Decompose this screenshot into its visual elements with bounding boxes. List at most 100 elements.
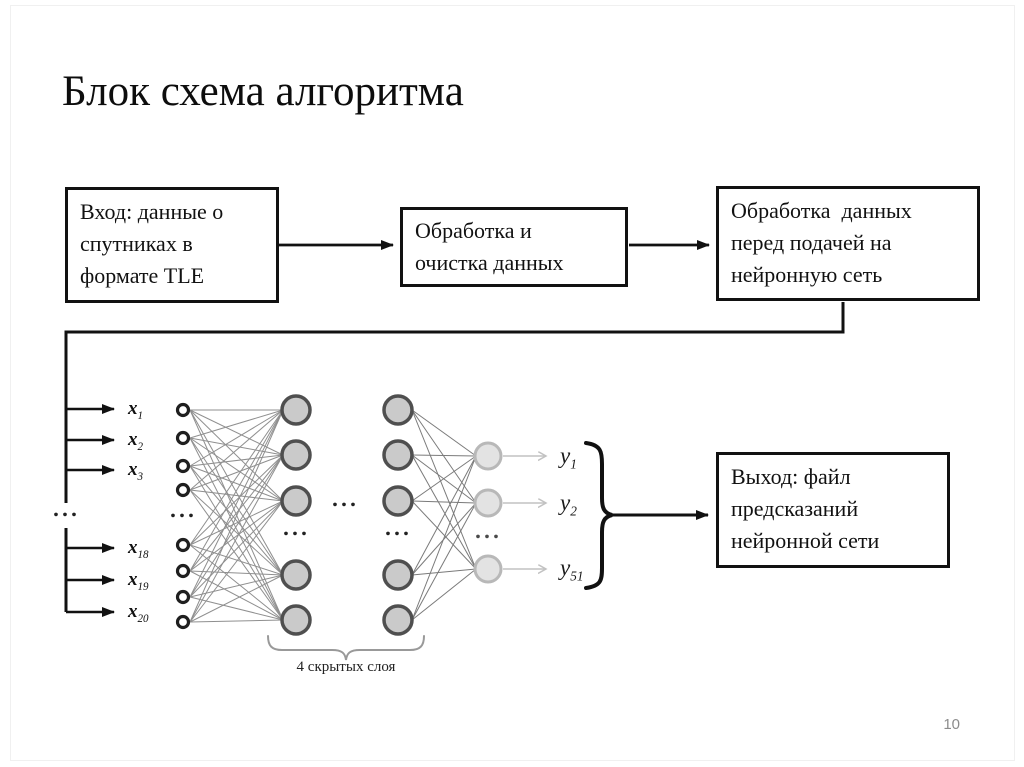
connection-line xyxy=(411,568,477,576)
connection-line xyxy=(189,465,284,502)
input-node xyxy=(175,563,191,579)
connection-line xyxy=(189,454,284,598)
input-node xyxy=(175,589,191,605)
input-node xyxy=(175,430,191,446)
output-label-y51: y51 xyxy=(560,555,584,584)
connection-line xyxy=(189,500,284,623)
connection-line xyxy=(189,454,284,623)
input-label-x2: x2 xyxy=(128,429,144,453)
input-node xyxy=(175,402,191,418)
connection-line xyxy=(189,454,284,546)
output-label-y2: y2 xyxy=(560,490,577,519)
connection-line xyxy=(189,454,284,572)
input-node xyxy=(175,482,191,498)
connection-line xyxy=(189,596,284,621)
connection-line xyxy=(411,455,477,621)
input-box-line: формате TLE xyxy=(80,263,205,288)
hidden-node xyxy=(280,559,312,591)
preprocessing-box-line: перед подачей на xyxy=(731,230,892,255)
output-brace xyxy=(584,441,613,590)
connection-line xyxy=(411,409,477,570)
connection-line xyxy=(411,568,477,621)
input-label-x3: x3 xyxy=(128,459,144,483)
connection-line xyxy=(189,409,284,439)
connection-line xyxy=(189,454,284,467)
output-label-y1: y1 xyxy=(560,443,577,472)
hidden-layers-caption: 4 скрытых слоя xyxy=(296,659,396,675)
connection-line xyxy=(411,455,477,576)
slide-title: Блок схема алгоритма xyxy=(62,68,464,115)
flow-arrows xyxy=(64,240,845,617)
connection-line xyxy=(411,500,477,504)
connection-line xyxy=(189,409,284,467)
input-label-x18: x18 xyxy=(128,537,149,561)
connection-line xyxy=(189,574,284,623)
connection-line xyxy=(189,437,284,456)
output-box-line: Выход: файл xyxy=(731,464,851,489)
input-label-x19: x19 xyxy=(128,569,149,593)
connection-line xyxy=(189,619,284,623)
input-node xyxy=(175,537,191,553)
input-node xyxy=(175,614,191,630)
hidden-node xyxy=(280,439,312,471)
connection-line xyxy=(189,570,284,621)
hidden-node xyxy=(280,604,312,636)
preprocessing-box-line: нейронную сеть xyxy=(731,262,883,287)
connection-line xyxy=(189,500,284,598)
output-node xyxy=(473,441,503,471)
connection-line xyxy=(411,500,477,570)
ellipsis-input-layer: ... xyxy=(169,498,197,522)
connection-line xyxy=(189,544,284,621)
connection-line xyxy=(189,570,284,576)
connection-line xyxy=(189,409,284,598)
connection-line xyxy=(189,454,284,491)
preprocessing-box-line: Обработка данных xyxy=(731,198,912,223)
output-box-line: предсказаний xyxy=(731,496,859,521)
feed-line-down-left xyxy=(64,302,845,503)
connection-line xyxy=(189,437,284,502)
connection-line xyxy=(189,409,284,623)
output-box: Выход: файл предсказаний нейронной сети xyxy=(716,452,950,568)
hidden-node xyxy=(382,604,414,636)
input-box-line: спутниках в xyxy=(80,231,193,256)
output-box-line: нейронной сети xyxy=(731,528,880,553)
connection-line xyxy=(189,500,284,546)
connection-line xyxy=(189,409,284,456)
output-node xyxy=(473,554,503,584)
connection-line xyxy=(189,409,284,546)
input-label-x1: x1 xyxy=(128,398,144,422)
connection-line xyxy=(411,502,477,621)
connection-line xyxy=(189,489,284,576)
connection-line xyxy=(411,454,477,457)
connection-line xyxy=(189,465,284,576)
connection-line xyxy=(189,544,284,576)
connection-line xyxy=(411,409,477,504)
connection-line xyxy=(189,437,284,621)
connection-line xyxy=(411,409,477,457)
input-box: Вход: данные о спутниках в формате TLE xyxy=(65,187,279,303)
ellipsis-hidden2-layer: ... xyxy=(384,516,412,540)
connection-line xyxy=(189,409,284,572)
input-node xyxy=(175,458,191,474)
hidden-node xyxy=(382,485,414,517)
output-arrows xyxy=(503,456,546,569)
processing-box: Обработка и очистка данных xyxy=(400,207,628,287)
connection-lines xyxy=(189,409,477,623)
connection-line xyxy=(189,489,284,621)
preprocessing-box: Обработка данных перед подачей на нейрон… xyxy=(716,186,980,301)
connection-line xyxy=(189,409,284,491)
connection-line xyxy=(189,409,284,502)
ellipsis-output-layer: ... xyxy=(474,519,502,543)
input-box-line: Вход: данные о xyxy=(80,199,224,224)
connection-line xyxy=(189,489,284,502)
connection-line xyxy=(411,454,477,570)
output-node xyxy=(473,488,503,518)
input-label-x20: x20 xyxy=(128,601,149,625)
connection-line xyxy=(189,437,284,576)
hidden-node xyxy=(382,439,414,471)
hidden-node xyxy=(280,394,312,426)
hidden-node xyxy=(280,485,312,517)
ellipsis-between-layers: ... xyxy=(331,487,359,511)
